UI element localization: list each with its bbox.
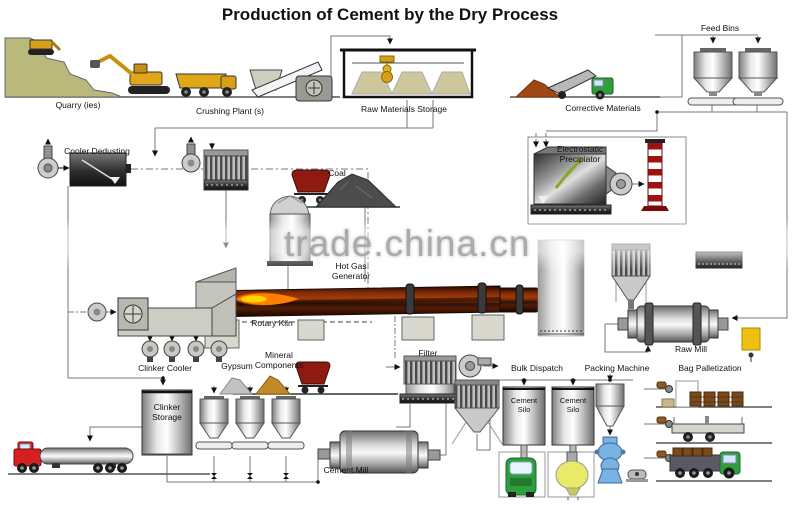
label-bulk-dispatch: Bulk Dispatch: [511, 363, 563, 373]
label-cement-silo-2: Cement Silo: [559, 396, 587, 414]
tanker-truck-icon: [13, 441, 134, 473]
mineral-components-pile-icon: [254, 375, 292, 395]
cooler-dedusting-icon: [37, 138, 131, 187]
label-electrostatic-precipitator: Electrostatic Precipiator: [556, 144, 604, 164]
label-clinker-cooler: Clinker Cooler: [138, 363, 192, 373]
mineral-wagon-icon: [295, 361, 331, 394]
cement-silo-2-icon: [551, 386, 595, 460]
raw-meal-tower-icon: [537, 239, 585, 337]
label-gypsum: Gypsum: [221, 361, 253, 371]
label-cement-silo-1: Cement Silo: [510, 396, 538, 414]
cement-mill-icon: [317, 430, 441, 474]
dosing-bins-icon: [195, 396, 305, 450]
packing-machine-icon: [594, 436, 648, 484]
label-packing-machine: Packing Machine: [584, 363, 650, 373]
clinker-storage-icon: [141, 389, 193, 456]
quarry-scene-icon: [4, 37, 237, 98]
corrective-materials-icon: [514, 69, 614, 100]
label-corrective-materials: Corrective Materials: [565, 103, 641, 113]
junction-dots: [161, 110, 659, 484]
label-raw-materials-storage: Raw Materials Storage: [361, 104, 447, 114]
raw-materials-storage-icon: [340, 48, 476, 99]
cement-mill-cyclone-icon: [453, 379, 501, 433]
label-hot-gas-generator: Hot Gas Generator: [331, 261, 371, 281]
bag-palletization-icon: [656, 380, 745, 479]
label-filter: Filter: [418, 348, 438, 358]
dust-grate-icon: [695, 251, 743, 269]
cement-silo-1-icon: [502, 386, 546, 462]
raw-mill-icon: [617, 302, 729, 346]
packing-hopper-icon: [595, 383, 625, 427]
bulk-loading-spout-icon: [547, 451, 595, 500]
hot-gas-generator-icon: [267, 195, 313, 266]
electrostatic-precipitator-icon: [530, 139, 669, 215]
preheater-icon: [181, 136, 249, 191]
label-bag-palletization: Bag Palletization: [678, 363, 742, 373]
bulk-dispatch-truck-icon: [498, 451, 546, 498]
label-mineral-components: Mineral Components: [254, 350, 304, 370]
label-cooler-dedusting: Cooler Dedusting: [64, 146, 130, 156]
label-clinker-storage: Clinker Storage: [152, 402, 182, 422]
label-rotary-kiln: Rotary Kiln: [251, 318, 293, 328]
label-coal: Coal: [328, 168, 346, 178]
filter-icon: [399, 354, 492, 404]
diagram-title: Production of Cement by the Dry Process: [221, 5, 559, 24]
label-crushing-plant: Crushing Plant (s): [195, 106, 265, 116]
coal-pile-icon: [314, 173, 398, 208]
gypsum-pile-icon: [219, 377, 254, 395]
elevator-icon: [741, 327, 761, 362]
label-quarry: Quarry (ies): [55, 100, 101, 110]
label-cement-mill: Cement Mill: [323, 465, 369, 475]
crushing-plant-icon: [249, 61, 333, 102]
clinker-cooler-icon: [87, 293, 237, 362]
label-feed-bins: Feed Bins: [700, 23, 740, 33]
raw-mill-cyclone-icon: [611, 243, 651, 309]
coal-feeder-icon: [291, 169, 331, 204]
label-raw-mill: Raw Mill: [674, 344, 708, 354]
feed-bins-icon: [687, 48, 784, 106]
